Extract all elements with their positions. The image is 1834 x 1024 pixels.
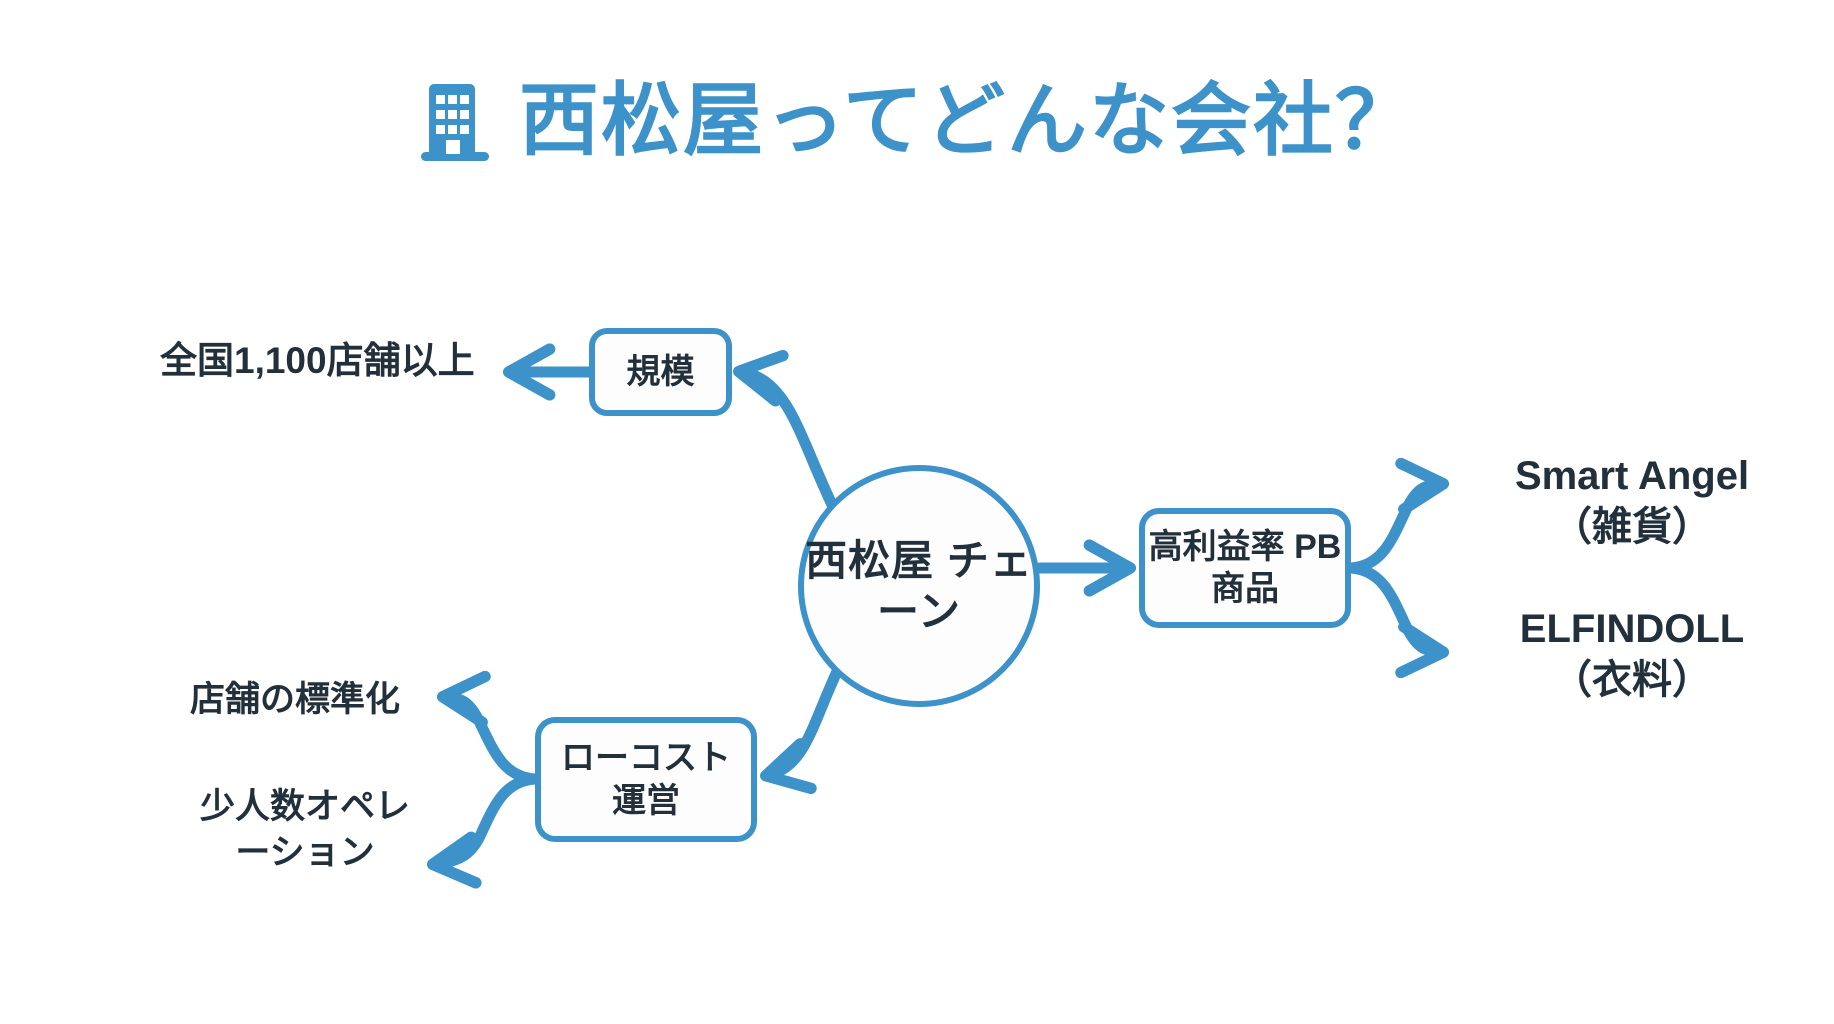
node-lowcost-line1: ローコスト [561, 739, 731, 777]
node-center-line1: 西松屋 [805, 536, 935, 584]
label-elfindoll-name: ELFINDOLL [1519, 607, 1745, 651]
label-smart-angel-category: （雑貨） [1552, 505, 1712, 550]
edge-center-to-scale [732, 349, 842, 519]
node-center-line2: チェーン [877, 536, 1033, 635]
node-nishimatsuya-chain[interactable]: 西松屋 チェーン [798, 465, 1040, 707]
label-small-staff-operation: 少人数オペレ ーション [175, 784, 435, 875]
node-pb-line1: 高利益率 [1148, 527, 1285, 566]
node-scale-label: 規模 [626, 352, 695, 391]
edge-pb-to-smart-angel [1345, 457, 1450, 574]
node-lowcost-line2: 運営 [612, 781, 680, 820]
edge-pb-to-elfindoll [1345, 562, 1450, 679]
office-building-icon [421, 84, 489, 161]
node-low-cost[interactable]: ローコスト 運営 [535, 717, 757, 842]
label-store-count: 全国1,100店舗以上 [160, 340, 475, 381]
label-small-staff-line2: ーション [235, 832, 375, 872]
label-store-standardization: 店舗の標準化 [190, 680, 401, 719]
node-scale[interactable]: 規模 [589, 328, 732, 416]
label-elfindoll: ELFINDOLL （衣料） [1452, 604, 1812, 706]
label-smart-angel-name: Smart Angel [1514, 454, 1750, 498]
label-elfindoll-category: （衣料） [1552, 658, 1712, 703]
title-row: 西松屋ってどんな会社？ [0, 78, 1834, 164]
edge-center-to-lowcost [760, 659, 846, 795]
node-pb-products[interactable]: 高利益率 PB商品 [1139, 508, 1351, 628]
label-smart-angel: Smart Angel （雑貨） [1452, 451, 1812, 553]
edge-lowcost-to-standardization [436, 670, 541, 785]
edge-lowcost-to-staffing [426, 773, 541, 889]
label-small-staff-line1: 少人数オペレ [199, 787, 410, 826]
page-title: 西松屋ってどんな会社？ [519, 76, 1417, 165]
node-pb-line2: PB商品 [1211, 527, 1342, 609]
